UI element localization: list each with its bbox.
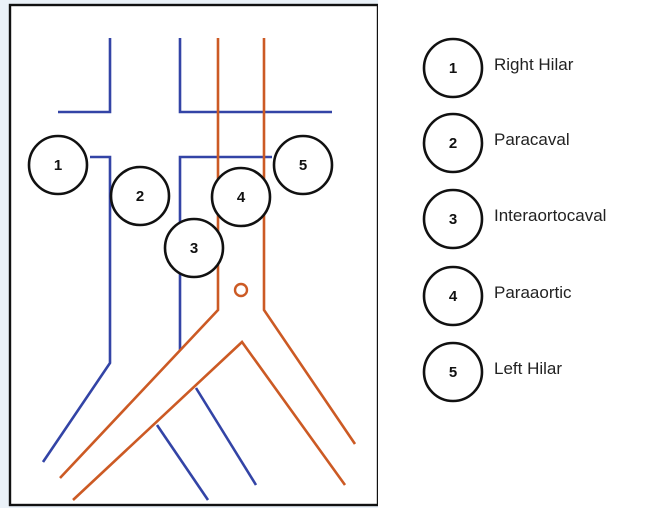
node-label: 4 [237,189,246,206]
node-circle [272,134,334,196]
node-circle [210,166,272,228]
diagram-node-2: 2 [109,165,171,227]
aorta-right-wall [262,38,357,445]
legend-number: 1 [449,60,457,77]
node-circle [109,165,171,227]
legend-item-interaortocaval: 3 Interaortocaval [422,188,606,250]
iliac-vein-branch-right [194,387,258,486]
legend-label: Right Hilar [494,55,574,74]
legend-label: Paraaortic [494,283,572,302]
node-circle [163,217,225,279]
node-label: 5 [299,157,307,174]
aortic-bifurcation [72,340,347,501]
legend-number: 5 [449,364,457,381]
legend-item-left-hilar: 5 Left Hilar [422,341,562,403]
right-renal-vein [41,155,112,463]
legend-circle [422,112,484,174]
vein-vessels [41,38,332,501]
legend-circle [422,188,484,250]
diagram-node-1: 1 [27,134,89,196]
legend-panel [378,0,646,508]
legend-item-right-hilar: 1 Right Hilar [422,37,574,99]
node-circle [27,134,89,196]
iliac-vein-branch-left [155,424,210,501]
legend: 1 Right Hilar 2 Paracaval 3 Interaortoca… [422,37,606,403]
legend-label: Interaortocaval [494,206,606,225]
legend-item-paracaval: 2 Paracaval [422,112,570,174]
legend-number: 2 [449,135,457,152]
diagram-node-3: 3 [163,217,225,279]
aorta-left-wall [59,38,220,479]
left-renal-vein [178,155,272,350]
legend-number: 4 [449,288,458,305]
right-renal-vein-upper [58,38,112,114]
legend-circle [422,341,484,403]
artery-vessels [59,38,357,501]
vena-cava-upper-left [178,38,332,114]
legend-number: 3 [449,211,457,228]
legend-circle [422,265,484,327]
legend-circle [422,37,484,99]
node-label: 3 [190,240,198,257]
node-label: 2 [136,188,144,205]
diagram-node-5: 5 [272,134,334,196]
legend-item-paraaortic: 4 Paraaortic [422,265,572,327]
legend-label: Left Hilar [494,359,562,378]
diagram-node-4: 4 [210,166,272,228]
node-label: 1 [54,157,62,174]
legend-label: Paracaval [494,130,570,149]
artery-ostium [233,282,249,298]
